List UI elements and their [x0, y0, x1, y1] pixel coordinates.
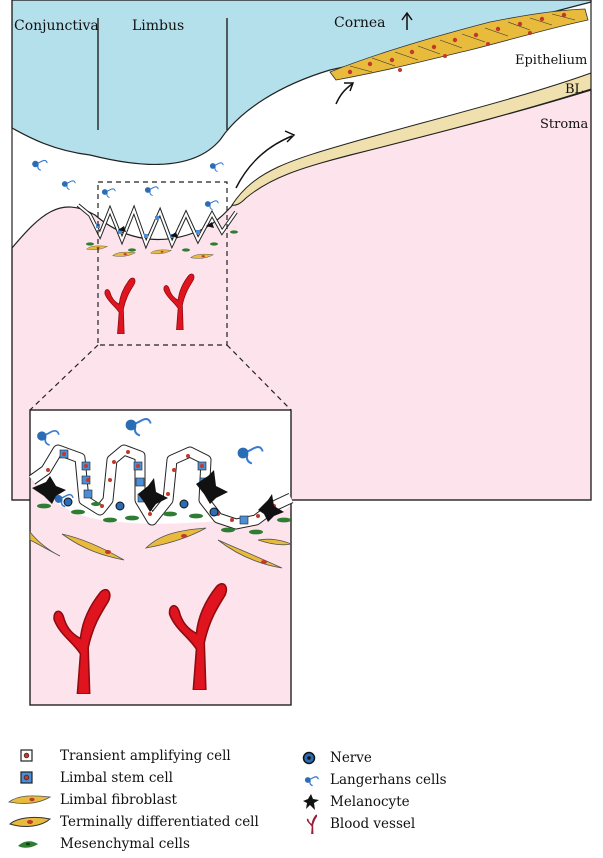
label-stroma: Stroma [540, 117, 588, 132]
legend-label: Nerve [330, 750, 372, 766]
legend-label: Mesenchymal cells [60, 836, 190, 852]
langerhans-cells-icon [304, 776, 319, 787]
limbal-fibroblast-icon [8, 795, 52, 804]
terminally-differentiated-cell-icon [8, 816, 52, 827]
label-limbus: Limbus [132, 18, 184, 34]
label-epithelium: Epithelium [515, 53, 587, 68]
nerve-icon [302, 751, 316, 765]
legend: Transient amplifying cell Limbal stem ce… [0, 740, 603, 858]
melanocyte-icon [303, 794, 319, 810]
palisade-cells [28, 444, 294, 535]
blood-vessel-icon [306, 814, 318, 834]
inset-fibroblasts [29, 527, 293, 569]
palisades-small [76, 203, 238, 254]
label-conjunctiva: Conjunctiva [14, 18, 99, 34]
transient-amplifying-cell-icon [20, 749, 33, 762]
label-bl: BL [565, 82, 584, 97]
legend-label: Limbal fibroblast [60, 792, 177, 808]
legend-label: Blood vessel [330, 816, 416, 832]
mesenchymal-cells-icon [18, 841, 38, 848]
zoomed-inset [28, 409, 294, 706]
corneal-cell-row [329, 8, 589, 81]
legend-label: Langerhans cells [330, 772, 447, 788]
legend-label: Transient amplifying cell [60, 748, 231, 764]
limbal-stem-cell-icon [20, 771, 33, 784]
legend-label: Terminally differentiated cell [60, 814, 259, 830]
legend-label: Melanocyte [330, 794, 410, 810]
label-cornea: Cornea [334, 15, 385, 31]
legend-label: Limbal stem cell [60, 770, 174, 786]
